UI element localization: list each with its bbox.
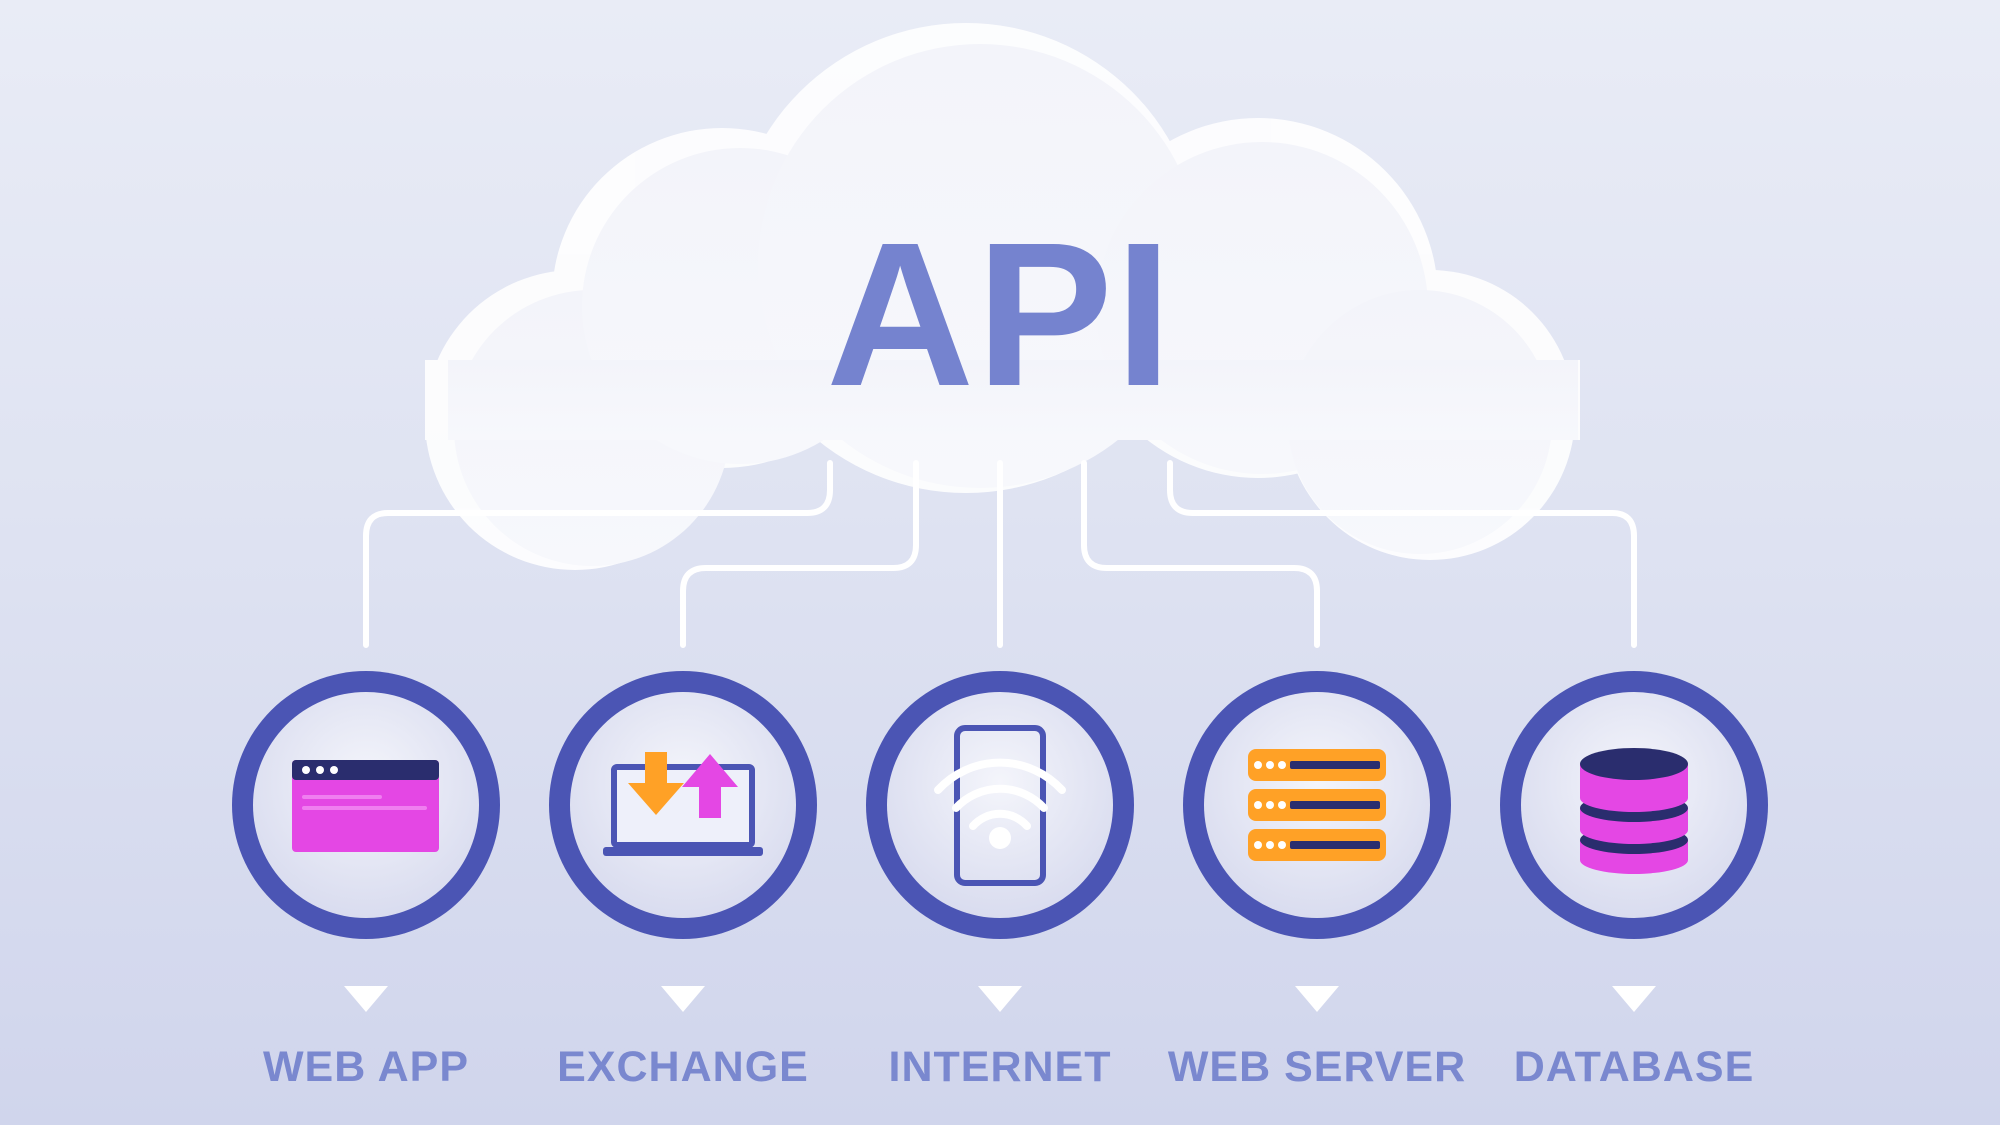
phone-wifi-icon <box>934 725 1066 886</box>
connector-web-app <box>363 460 833 648</box>
node-label: INTERNET <box>889 1043 1112 1091</box>
arrow-down-icon <box>661 986 705 1012</box>
arrow-down-icon <box>1612 986 1656 1012</box>
connector-database <box>1167 460 1637 648</box>
arrow-down-icon <box>978 986 1022 1012</box>
connector-exchange <box>680 460 919 648</box>
browser-window-icon <box>292 760 439 852</box>
node-label: WEB APP <box>263 1043 469 1091</box>
server-stack-icon <box>1248 749 1386 861</box>
node-database: DATABASE <box>1500 671 1768 1091</box>
node-label: WEB SERVER <box>1168 1043 1466 1091</box>
node-label: DATABASE <box>1514 1043 1755 1091</box>
laptop-transfer-icon <box>603 752 763 856</box>
node-web-server: WEB SERVER <box>1168 671 1466 1091</box>
database-icon <box>1580 748 1688 874</box>
api-title: API <box>826 200 1174 429</box>
connector-lines <box>363 460 1637 648</box>
arrow-down-icon <box>344 986 388 1012</box>
node-web-app: WEB APP <box>232 671 500 1091</box>
connector-web-server <box>1081 460 1320 648</box>
cloud-shape <box>425 23 1580 570</box>
node-label: EXCHANGE <box>557 1043 809 1091</box>
node-internet: INTERNET <box>866 671 1134 1091</box>
node-exchange: EXCHANGE <box>549 671 817 1091</box>
arrow-down-icon <box>1295 986 1339 1012</box>
